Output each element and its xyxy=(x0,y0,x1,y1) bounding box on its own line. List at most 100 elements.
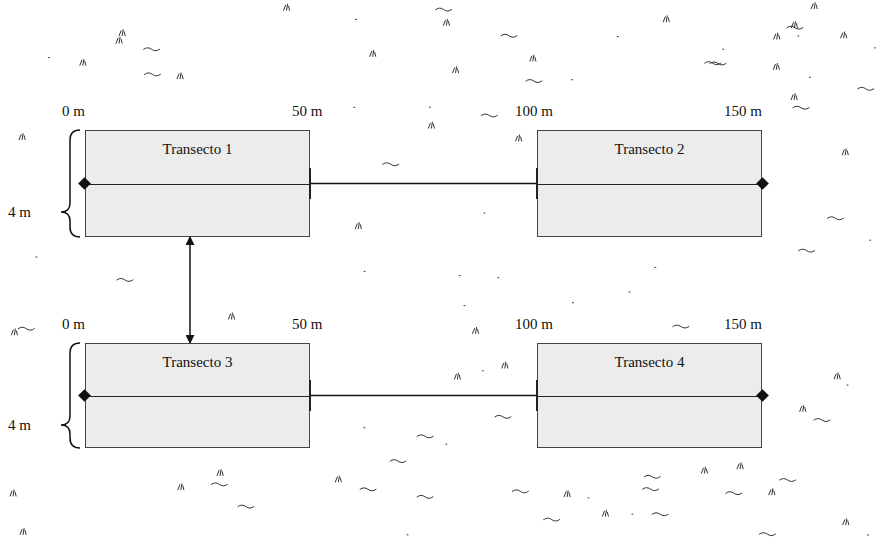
grass-stroke xyxy=(726,492,742,495)
grass-stroke xyxy=(178,484,184,490)
grass-stroke xyxy=(655,267,656,268)
grass-stroke xyxy=(80,59,86,65)
grass-stroke xyxy=(858,87,874,90)
grass-stroke xyxy=(498,277,499,278)
grass-stroke xyxy=(417,495,433,498)
grass-stroke xyxy=(875,47,876,48)
center-line xyxy=(86,184,309,185)
center-line xyxy=(538,396,761,397)
dimension-label: 150 m xyxy=(724,102,762,120)
grass-stroke xyxy=(774,33,780,39)
grass-stroke xyxy=(673,325,689,328)
transect-name: Transecto 2 xyxy=(538,131,761,158)
dimension-label: 100 m xyxy=(515,102,553,120)
grass-stroke xyxy=(443,19,449,25)
end-point xyxy=(78,177,91,190)
grass-stroke xyxy=(663,16,669,22)
grass-stroke xyxy=(481,114,497,117)
grass-stroke xyxy=(814,419,830,422)
spacing-arrow xyxy=(189,237,191,343)
width-brace xyxy=(61,130,80,448)
grass-stroke xyxy=(572,302,573,303)
grass-texture xyxy=(10,3,876,536)
stake-mark xyxy=(309,168,311,200)
grass-stroke xyxy=(10,490,16,496)
dimension-label: 100 m xyxy=(515,315,553,333)
grass-stroke xyxy=(526,80,542,83)
grass-stroke xyxy=(502,362,508,368)
dimension-label: 50 m xyxy=(292,102,322,120)
grass-stroke xyxy=(217,470,223,476)
grass-stroke xyxy=(793,106,809,109)
transect-name: Transecto 3 xyxy=(86,344,309,371)
grass-stroke xyxy=(383,163,399,166)
grass-stroke xyxy=(644,475,660,478)
grass-stroke xyxy=(512,490,528,493)
grass-stroke xyxy=(544,518,560,521)
grass-stroke xyxy=(843,519,849,525)
grass-stroke xyxy=(360,488,376,491)
grass-stroke xyxy=(841,32,847,38)
center-line xyxy=(538,184,761,185)
grass-stroke xyxy=(482,370,483,371)
grass-stroke xyxy=(454,373,460,379)
grass-stroke xyxy=(842,149,848,155)
grass-stroke xyxy=(737,463,743,469)
dimension-label: 4 m xyxy=(8,203,31,221)
grass-stroke xyxy=(436,8,452,11)
grass-stroke xyxy=(810,77,811,78)
grass-stroke xyxy=(484,213,485,214)
grass-stroke xyxy=(117,278,133,281)
grass-stroke xyxy=(49,57,50,58)
grass-stroke xyxy=(643,488,659,491)
grass-stroke xyxy=(36,257,37,258)
grass-stroke xyxy=(18,327,34,330)
grass-stroke xyxy=(464,305,465,306)
grass-stroke xyxy=(495,415,511,418)
stake-mark xyxy=(536,168,538,200)
grass-stroke xyxy=(335,476,341,482)
grass-stroke xyxy=(516,135,522,141)
grass-stroke xyxy=(459,275,460,276)
grass-stroke xyxy=(119,30,125,36)
grass-stroke xyxy=(11,329,17,335)
transect-box: Transecto 3 xyxy=(85,343,310,448)
grass-stroke xyxy=(867,534,868,535)
grass-stroke xyxy=(798,35,799,36)
transect-name: Transecto 4 xyxy=(538,344,761,371)
grass-stroke xyxy=(238,505,254,508)
grass-stroke xyxy=(780,479,796,482)
grass-stroke xyxy=(617,36,618,37)
grass-stroke xyxy=(530,55,536,61)
grass-stroke xyxy=(791,22,797,28)
grass-stroke xyxy=(769,489,775,495)
grass-stroke xyxy=(571,79,572,80)
grass-stroke xyxy=(773,63,779,69)
end-point xyxy=(756,177,769,190)
transect-box: Transecto 2 xyxy=(537,130,762,237)
dimension-label: 150 m xyxy=(724,315,762,333)
dimension-label: 0 m xyxy=(62,102,85,120)
grass-stroke xyxy=(811,3,817,9)
grass-stroke xyxy=(759,533,775,536)
grass-stroke xyxy=(390,460,406,463)
grass-stroke xyxy=(588,497,589,498)
grass-stroke xyxy=(800,405,806,411)
grass-stroke xyxy=(847,385,848,386)
grass-stroke xyxy=(284,4,290,10)
end-point xyxy=(78,389,91,402)
grass-stroke xyxy=(652,513,668,516)
center-line xyxy=(86,396,309,397)
dimension-label: 4 m xyxy=(8,416,31,434)
grass-stroke xyxy=(602,510,608,516)
grass-stroke xyxy=(211,483,227,486)
grass-stroke xyxy=(116,37,122,43)
grass-stroke xyxy=(356,19,357,20)
grass-stroke xyxy=(19,134,25,140)
grass-stroke xyxy=(710,62,726,65)
transect-line xyxy=(310,183,537,185)
transect-name: Transecto 1 xyxy=(86,131,309,158)
